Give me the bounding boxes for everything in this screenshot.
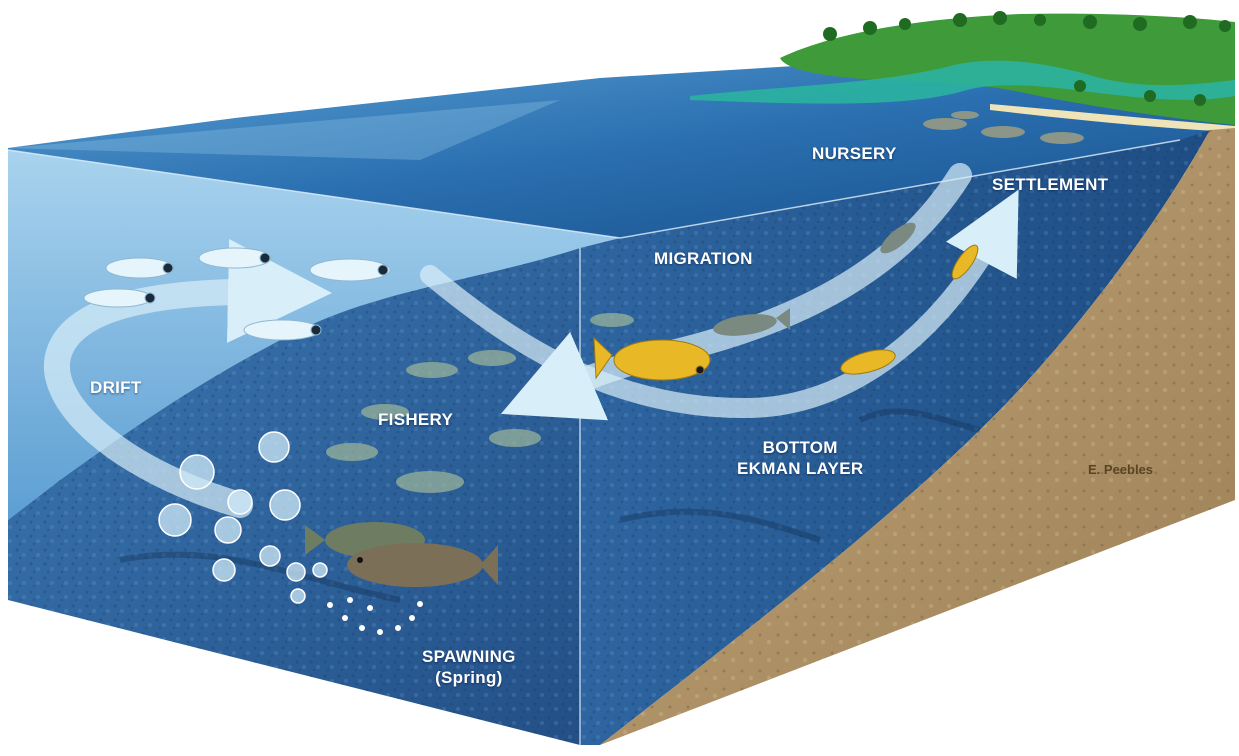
drift-arrow [44, 238, 332, 518]
label-spawning: SPAWNING (Spring) [422, 646, 516, 689]
spawn-dots [327, 597, 423, 635]
spawning-adults [305, 522, 498, 587]
label-settlement: SETTLEMENT [992, 175, 1109, 194]
juvenile-fish [593, 244, 979, 381]
palm-trees [823, 11, 1231, 106]
credit-text: E. Peebles [1088, 462, 1154, 477]
seafloor-ridges [119, 408, 981, 603]
migrating-adult [713, 222, 916, 336]
label-fishery: FISHERY [378, 410, 454, 429]
eggs [158, 431, 328, 604]
block-edges [7, 139, 1181, 745]
label-spawning-title: SPAWNING [422, 647, 516, 666]
water-column-front [8, 150, 620, 520]
label-drift: DRIFT [90, 378, 142, 397]
beach [990, 104, 1235, 132]
label-bottom: BOTTOM [762, 438, 838, 457]
estuary [690, 60, 1235, 104]
label-bottom-ekman: BOTTOM EKMAN LAYER [737, 437, 863, 480]
larvae [83, 247, 391, 341]
label-nursery: NURSERY [812, 144, 897, 163]
surface-highlight [8, 100, 560, 160]
fishery-fish [326, 313, 634, 493]
label-ekman-layer: EKMAN LAYER [737, 459, 864, 479]
label-spawning-season: (Spring) [435, 668, 503, 688]
label-migration: MIGRATION [654, 249, 753, 268]
nursery-fish [923, 111, 1084, 144]
